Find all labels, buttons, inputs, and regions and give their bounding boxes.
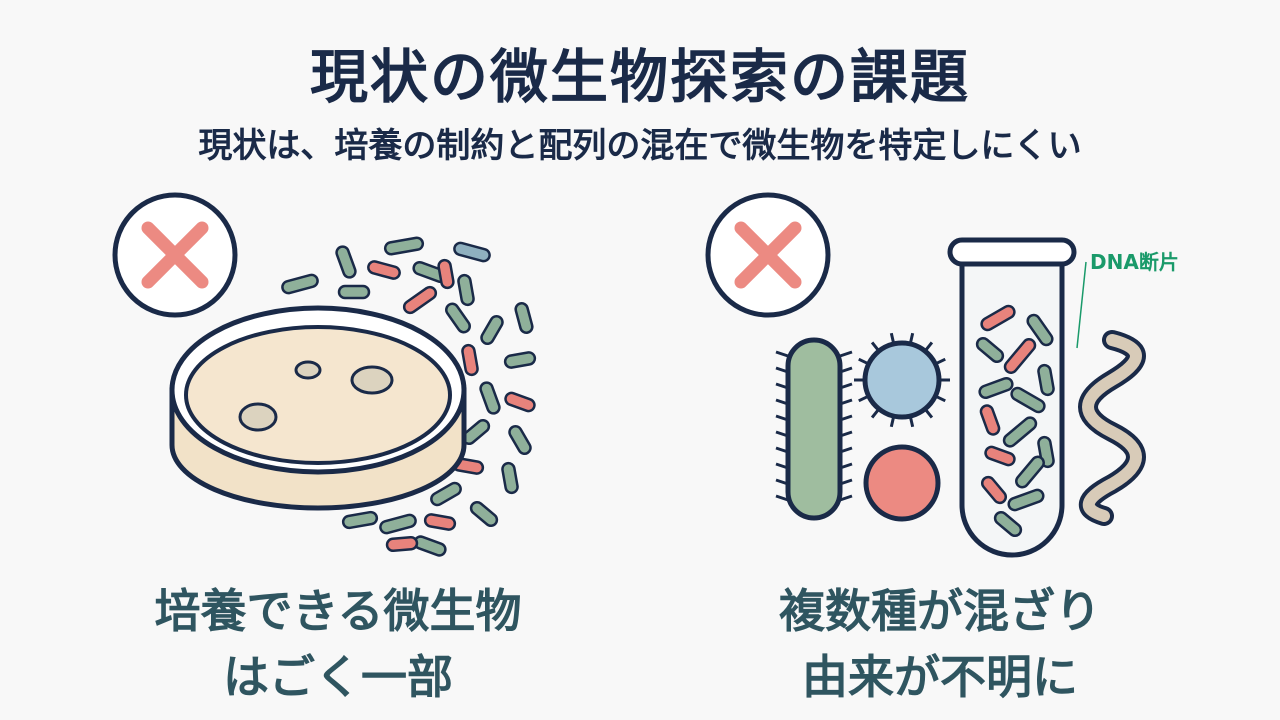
bacterium [385, 535, 419, 553]
left-x-mark-icon [112, 192, 238, 318]
bacterium [402, 285, 438, 315]
left-caption: 培養できる微生物 はごく一部 [58, 578, 618, 710]
bacterium [504, 391, 536, 413]
dna-fragment [980, 304, 1016, 332]
bacterium [508, 424, 532, 456]
bacterium [341, 510, 379, 530]
dna-fragment [1010, 386, 1046, 414]
petri-dish-icon [169, 305, 467, 511]
bacterium [430, 481, 462, 507]
bacterium [383, 236, 425, 256]
bacterium [457, 273, 475, 307]
right-caption-line1: 複数種が混ざり [779, 584, 1101, 638]
right-caption: 複数種が混ざり 由来が不明に [660, 578, 1220, 710]
bacterium [337, 284, 371, 300]
dna-fragment [993, 510, 1023, 538]
bacterium [461, 343, 479, 377]
spiky-cell-icon [854, 332, 950, 428]
dna-fragment [980, 475, 1008, 505]
dna-fragments [975, 304, 1055, 538]
left-caption-line2: はごく一部 [223, 650, 453, 704]
test-tube-icon [947, 237, 1077, 558]
dna-fragment [1002, 416, 1038, 448]
bacterium [281, 273, 319, 295]
dna-fragment [978, 376, 1014, 400]
bacterium [453, 241, 491, 263]
bacterium [413, 535, 447, 557]
dna-fragment [984, 445, 1016, 467]
bacterium [469, 500, 499, 528]
bacterium [514, 302, 534, 334]
right-x-mark-icon [705, 192, 831, 318]
dna-fragment [1007, 488, 1045, 512]
bacterium [367, 260, 401, 280]
bacterium [480, 314, 504, 346]
pink-cell-icon [863, 444, 941, 522]
dna-fragment-label: DNA断片 [1090, 250, 1179, 274]
dna-fragment [1015, 455, 1045, 489]
rod-bacterium-icon [775, 337, 853, 521]
bacterium [503, 351, 537, 369]
dna-fragment [1026, 313, 1054, 347]
right-caption-line2: 由来が不明に [802, 650, 1078, 704]
bacterium [479, 381, 501, 415]
bacterium [379, 513, 417, 535]
bacterium [437, 258, 455, 290]
dna-fragment [1037, 363, 1055, 397]
dna-fragment [1003, 338, 1037, 374]
bacteria-cluster [281, 236, 537, 557]
bacterium [335, 245, 357, 279]
left-caption-line1: 培養できる微生物 [154, 584, 522, 638]
bacterium [445, 302, 471, 334]
page-subtitle: 現状は、培養の制約と配列の混在で微生物を特定しにくい [198, 126, 1082, 166]
bacterium [423, 513, 457, 531]
dna-fragment [975, 336, 1005, 364]
bacterium [501, 461, 519, 495]
dna-fragment [979, 404, 1001, 436]
page-title: 現状の微生物探索の課題 [309, 43, 970, 111]
